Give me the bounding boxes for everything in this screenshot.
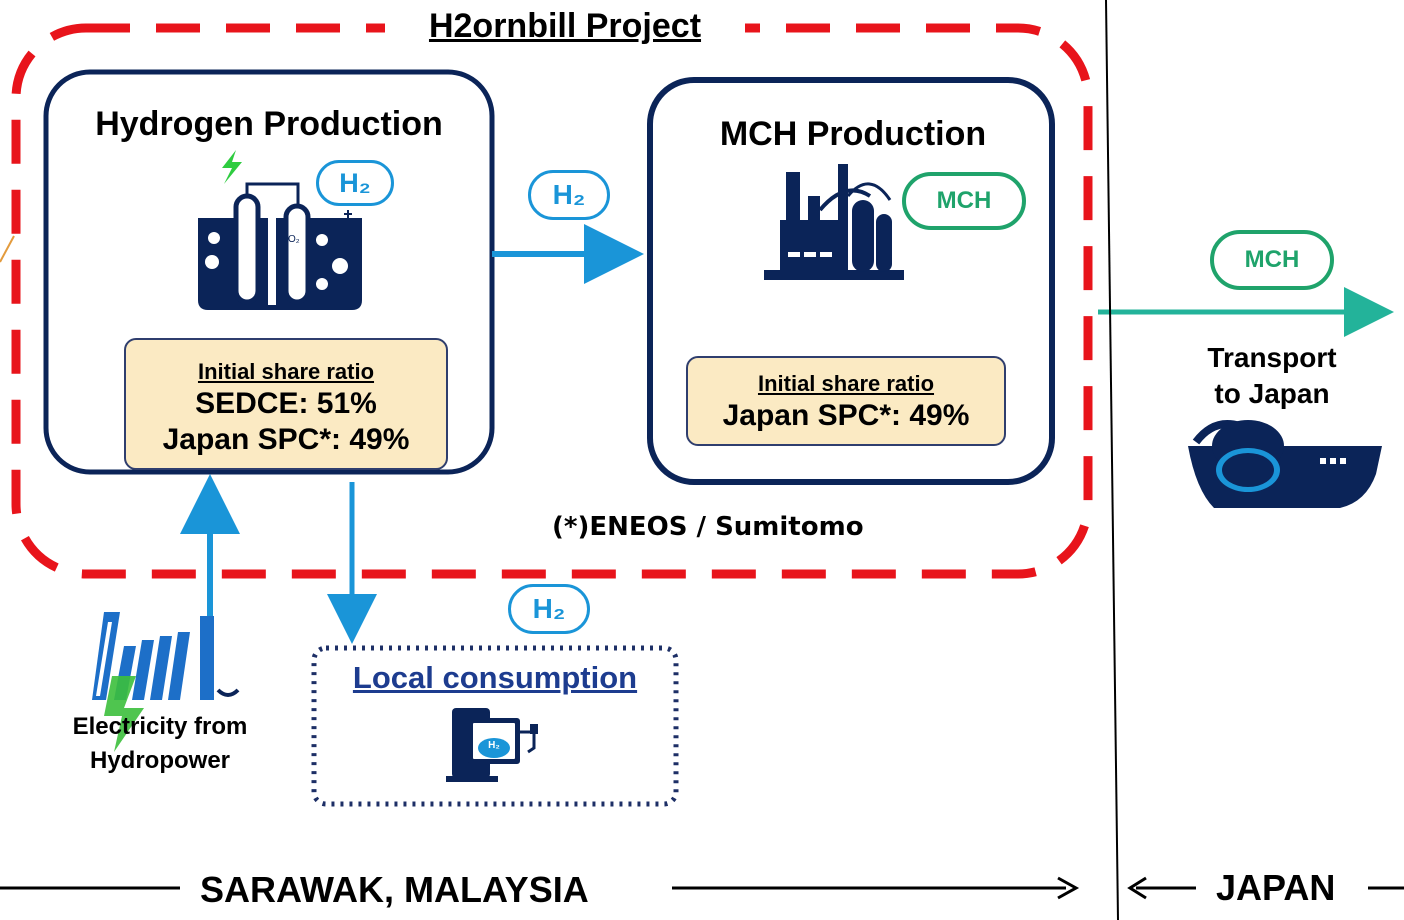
hydropower-label-line-1: Electricity from (72, 713, 248, 740)
region-japan: JAPAN (1216, 866, 1336, 910)
h2-flow-badge: H₂ (528, 170, 610, 220)
japan-arrowhead (1127, 876, 1147, 900)
mch-production-title: MCH Production (719, 115, 987, 153)
transport-mch-badge: MCH (1210, 230, 1334, 290)
project-boundary (11, 23, 1093, 579)
share-heading: Initial share ratio (757, 371, 935, 396)
hydrogen-pump-icon (446, 708, 538, 782)
transport-label-line-2: to Japan (1214, 378, 1330, 409)
project-title: H2ornbill Project (385, 4, 745, 48)
dam-icon (92, 612, 240, 752)
share-line-japan-spc: Japan SPC*: 49% (722, 399, 970, 432)
ship-icon (1188, 420, 1382, 508)
share-heading: Initial share ratio (197, 359, 375, 384)
share-line-sedce: SEDCE: 51% (195, 387, 377, 420)
hydrogen-share-box: Initial share ratio SEDCE: 51% Japan SPC… (124, 338, 448, 470)
mch-share-box: Initial share ratio Japan SPC*: 49% (686, 356, 1006, 446)
transport-label: Transport to Japan (1160, 340, 1384, 412)
pump-h2-label: H₂ (488, 740, 500, 751)
hydropower-label: Electricity from Hydropower (40, 710, 280, 778)
local-consumption-title: Local consumption (352, 660, 638, 695)
electrolyser-icon: O₂ (198, 182, 362, 310)
lightning-icon (222, 150, 242, 184)
offscreen-line (0, 235, 15, 263)
sarawak-arrowhead (1057, 876, 1080, 900)
mch-badge: MCH (902, 172, 1026, 230)
svg-text:O₂: O₂ (288, 234, 300, 245)
share-line-japan-spc: Japan SPC*: 49% (162, 423, 410, 456)
factory-icon (764, 164, 904, 280)
hydrogen-production-title: Hydrogen Production (95, 105, 443, 143)
hydropower-label-line-2: Hydropower (89, 747, 230, 774)
footnote: (*)ENEOS / Sumitomo (552, 512, 864, 542)
transport-label-line-1: Transport (1207, 342, 1337, 373)
local-h2-badge: H₂ (508, 584, 590, 634)
h2-badge: H₂ (316, 160, 394, 206)
region-divider (1105, 0, 1119, 920)
region-sarawak-malaysia: SARAWAK, MALAYSIA (200, 868, 589, 912)
